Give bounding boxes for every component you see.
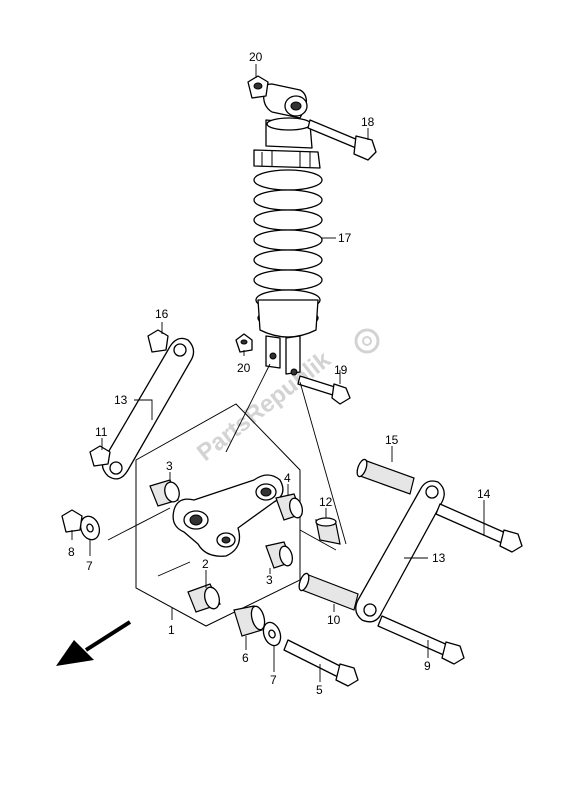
sleeve-10 (298, 572, 359, 611)
callout-13-left: 13 (114, 393, 128, 407)
callout-labels: 20 18 17 16 20 19 13 11 3 4 12 15 14 8 7… (68, 50, 491, 697)
bolt-18 (307, 119, 377, 161)
callout-12: 12 (319, 495, 333, 509)
bolt-14 (435, 503, 523, 553)
nut-20-bottom (235, 333, 253, 353)
callout-19: 19 (334, 363, 348, 377)
bearing-3-top (149, 479, 180, 507)
callout-7-left: 7 (86, 559, 93, 573)
callout-1: 1 (168, 623, 175, 637)
callout-11: 11 (95, 425, 108, 439)
callout-3-top: 3 (166, 459, 173, 473)
watermark-text: PartsRepublik (192, 346, 336, 467)
callout-8: 8 (68, 545, 75, 559)
arrow-icon (56, 620, 132, 666)
shock-absorber (253, 83, 323, 376)
cushion-lever-assembly (135, 403, 303, 627)
nut-11 (89, 445, 111, 467)
nut-16 (147, 329, 169, 353)
sleeve-15 (356, 458, 415, 495)
callout-17: 17 (338, 231, 352, 245)
callout-7-right: 7 (270, 673, 277, 687)
callout-9: 9 (424, 659, 431, 673)
callout-6: 6 (242, 651, 249, 665)
callout-20-bottom: 20 (237, 361, 251, 375)
bolt-9 (377, 615, 465, 665)
bolt-19 (297, 375, 351, 405)
sleeve-12 (315, 517, 341, 545)
tie-rod-left (101, 337, 195, 480)
callout-3-bottom: 3 (266, 573, 273, 587)
callout-16: 16 (155, 307, 169, 321)
callout-2: 2 (202, 557, 209, 571)
nut-8 (61, 509, 83, 533)
washer-7-left (79, 515, 101, 541)
callout-10: 10 (327, 613, 341, 627)
tie-rod-right (355, 480, 445, 623)
bearing-3-bottom (265, 541, 293, 569)
callout-13-right: 13 (432, 551, 446, 565)
gear-icon (354, 328, 380, 354)
callout-14: 14 (477, 487, 491, 501)
callout-20-top: 20 (249, 50, 263, 64)
bolt-5 (283, 639, 359, 687)
bearing-2 (187, 583, 221, 613)
sleeve-6 (233, 605, 266, 637)
nut-20-top (247, 75, 269, 99)
callout-15: 15 (385, 433, 399, 447)
callout-5: 5 (316, 683, 323, 697)
washer-7-right (262, 621, 282, 647)
leader-lines (71, 64, 485, 682)
callout-4: 4 (284, 471, 291, 485)
callout-18: 18 (361, 115, 375, 129)
